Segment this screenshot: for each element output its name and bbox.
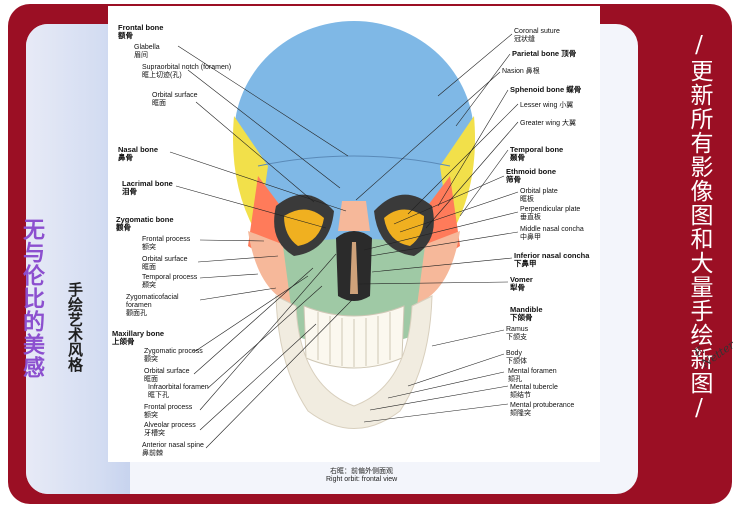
- coronal-suture: [257, 155, 451, 167]
- leader-lines-right: [355, 33, 519, 423]
- vomer-shape: [350, 242, 358, 294]
- label-nasion: Nasion 鼻根: [502, 68, 540, 75]
- label-greater-wing: Greater wing 大翼: [520, 120, 577, 127]
- slogan-text: 无与伦比的美感: [19, 218, 45, 379]
- leader-lines-left: [169, 45, 353, 449]
- label-parietal-bone: Parietal bone 顶骨: [512, 49, 577, 58]
- style-text: 手绘艺术风格: [66, 282, 84, 372]
- caption-en: Right orbit: frontal view: [326, 476, 398, 483]
- tooth-lines: [317, 312, 391, 367]
- mandible-shape: [275, 295, 433, 429]
- orbit-left-inner: [284, 209, 324, 246]
- update-text: /更新所有影像图和大量手绘新图/: [686, 32, 712, 422]
- label-supraorbital: Supraorbital notch (foramen)眶上切迹(孔): [142, 64, 232, 79]
- label-lesser-wing: Lesser wing 小翼: [520, 102, 574, 109]
- nasal-bone-shape: [338, 201, 370, 231]
- skull-svg: [169, 21, 519, 449]
- caption-zh: 右眶：前偏外侧面观: [330, 468, 393, 475]
- orbit-right-inner: [384, 209, 424, 246]
- label-sphenoid-bone: Sphenoid bone 蝶骨: [510, 85, 582, 94]
